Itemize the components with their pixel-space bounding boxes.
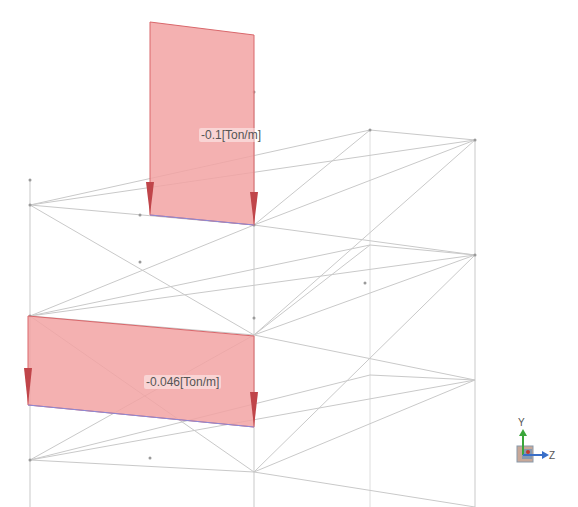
axis-label: Z: [549, 449, 555, 463]
load-value: -0.1[Ton/m]: [199, 128, 263, 142]
axis-label: Y: [518, 416, 525, 430]
load-value: -0.046[Ton/m]: [144, 375, 221, 389]
axis-triad: [517, 429, 549, 462]
distributed-load: [146, 22, 258, 225]
distributed-load: [24, 316, 258, 427]
